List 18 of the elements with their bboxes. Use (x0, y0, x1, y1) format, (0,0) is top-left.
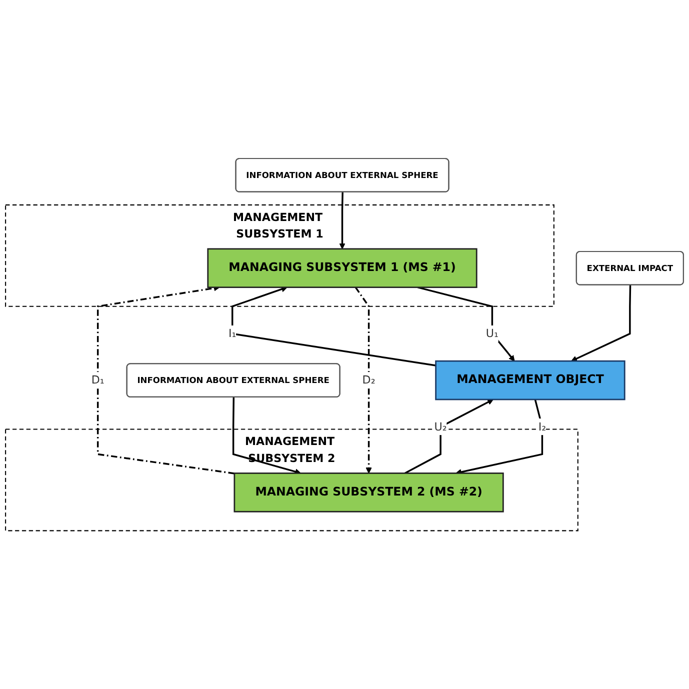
arrow (232, 397, 302, 475)
arrow (96, 285, 235, 474)
edge-label: U₂ (434, 420, 447, 433)
node-box: MANAGING SUBSYSTEM 2 (MS #2) (234, 472, 504, 512)
arrow (417, 286, 515, 362)
edge-label: U₁ (486, 326, 498, 340)
edge-label: I₂ (538, 420, 546, 433)
node-box: MANAGEMENT OBJECT (435, 360, 626, 400)
arrow (404, 399, 494, 474)
arrow (456, 399, 544, 475)
edge-label: D₁ (91, 373, 104, 386)
edge-label: D₂ (362, 373, 376, 386)
arrow (339, 192, 346, 250)
arrow (354, 286, 372, 474)
node-box: MANAGING SUBSYSTEM 1 (MS #1) (207, 248, 478, 288)
arrow (231, 286, 436, 366)
arrow (571, 284, 632, 362)
edge-label: I₁ (228, 326, 236, 340)
